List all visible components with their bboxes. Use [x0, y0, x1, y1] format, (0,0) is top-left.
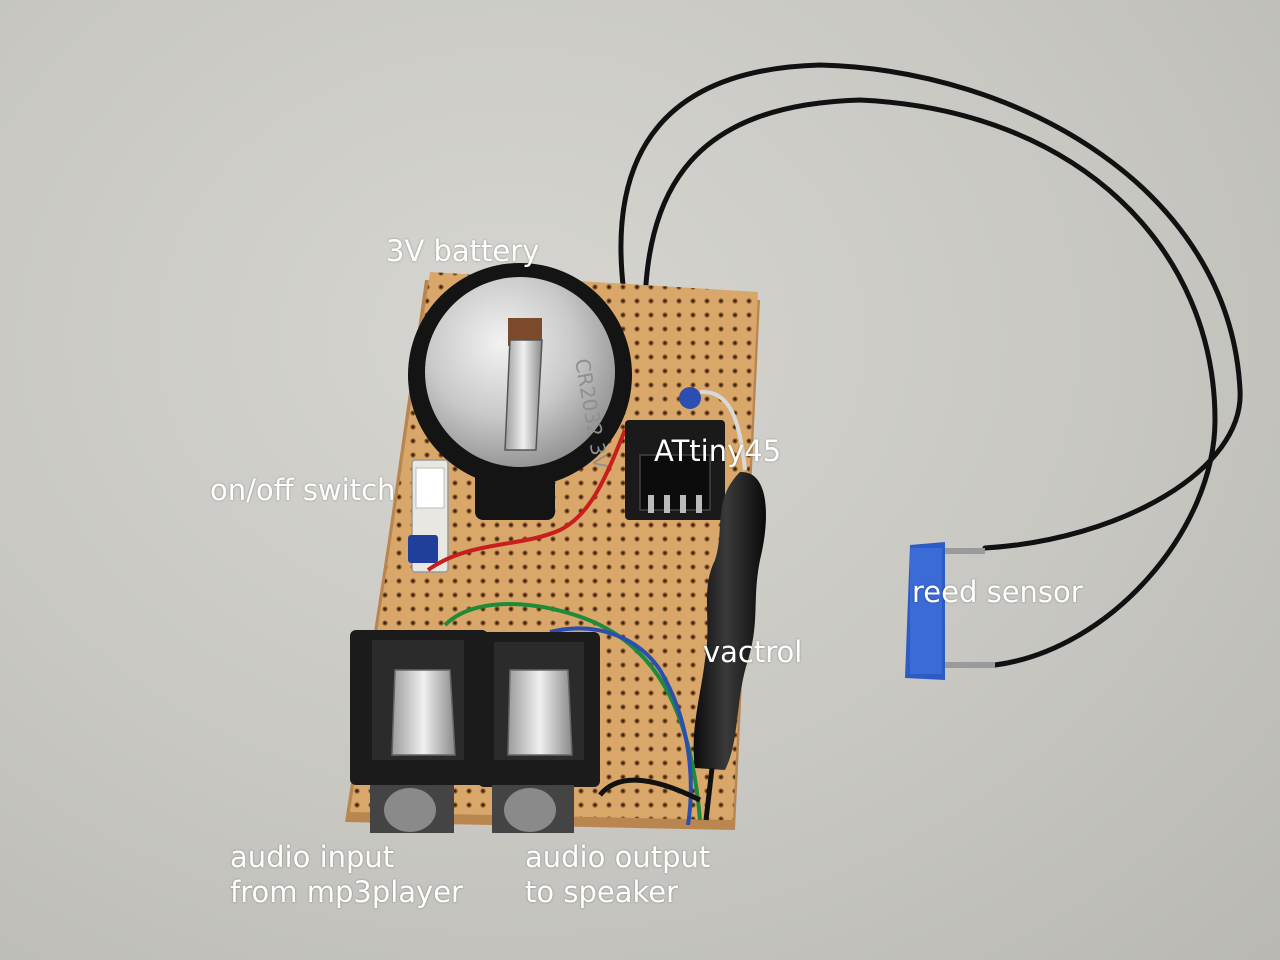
audio-output-jack: [478, 632, 600, 833]
audio-input-label: audio input from mp3player: [230, 840, 463, 910]
attiny-label: ATtiny45: [654, 434, 782, 468]
capacitor: [679, 387, 701, 409]
slide-switch: [408, 459, 449, 573]
attiny45-chip: [625, 420, 725, 520]
red-wire: [426, 429, 627, 572]
black-wire-short: [598, 777, 702, 803]
grey-wire: [699, 389, 747, 471]
reed-wire-lower: [642, 97, 1218, 668]
audio-output-label-line2: to speaker: [525, 875, 678, 909]
audio-input-label-line1: audio input: [230, 840, 395, 874]
vactrol-label: vactrol: [703, 635, 803, 669]
reed-wire-upper: [618, 62, 1243, 551]
audio-output-label-line1: audio output: [525, 840, 711, 874]
battery-label: 3V battery: [386, 234, 540, 268]
audio-input-label-line2: from mp3player: [230, 875, 463, 909]
blue-wire: [549, 626, 693, 826]
vactrol: [693, 471, 766, 821]
switch-label: on/off switch: [210, 473, 396, 507]
battery-holder: CR2032 3V: [408, 263, 632, 520]
reed-sensor-label: reed sensor: [912, 575, 1083, 609]
reed-sensor: [905, 542, 995, 680]
audio-input-jack: [350, 630, 488, 833]
reed-wires: [618, 62, 1243, 668]
audio-output-label: audio output to speaker: [525, 840, 710, 910]
